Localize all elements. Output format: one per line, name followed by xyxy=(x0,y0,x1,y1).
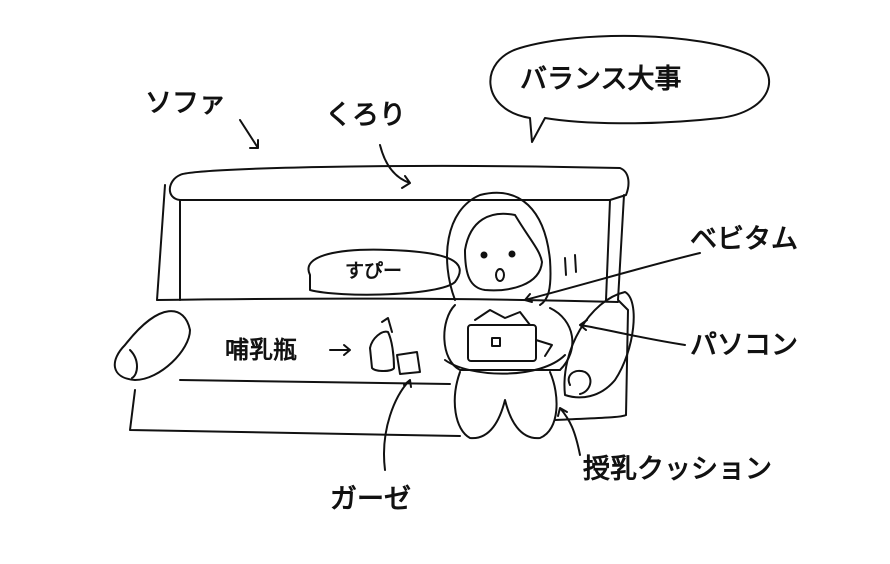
person-head xyxy=(446,191,552,306)
label-sleeping: すぴー xyxy=(345,260,403,282)
label-gauze: ガーゼ xyxy=(330,484,411,515)
label-kurori: くろり xyxy=(325,100,406,131)
person-legs xyxy=(453,371,558,440)
label-bebitam: ベビタム xyxy=(690,224,798,255)
label-laptop: パソコン xyxy=(690,330,798,361)
label-bottle: 哺乳瓶 xyxy=(225,336,297,364)
sofa-back xyxy=(168,164,630,201)
laptop-drawing xyxy=(467,324,537,362)
baby-bottle-drawing xyxy=(369,330,395,372)
speech-bubble-sleeping xyxy=(307,248,461,296)
label-sofa: ソファ xyxy=(145,88,226,119)
sofa-armrest-left xyxy=(113,310,191,381)
gauze-drawing xyxy=(396,351,421,375)
nursing-cushion-drawing xyxy=(563,291,635,399)
speech-bubble-balance xyxy=(489,34,770,143)
person-body xyxy=(443,304,574,371)
label-balance: バランス大事 xyxy=(520,64,682,95)
label-nursing-cushion: 授乳クッション xyxy=(583,454,772,485)
sofa-seat xyxy=(156,297,619,303)
